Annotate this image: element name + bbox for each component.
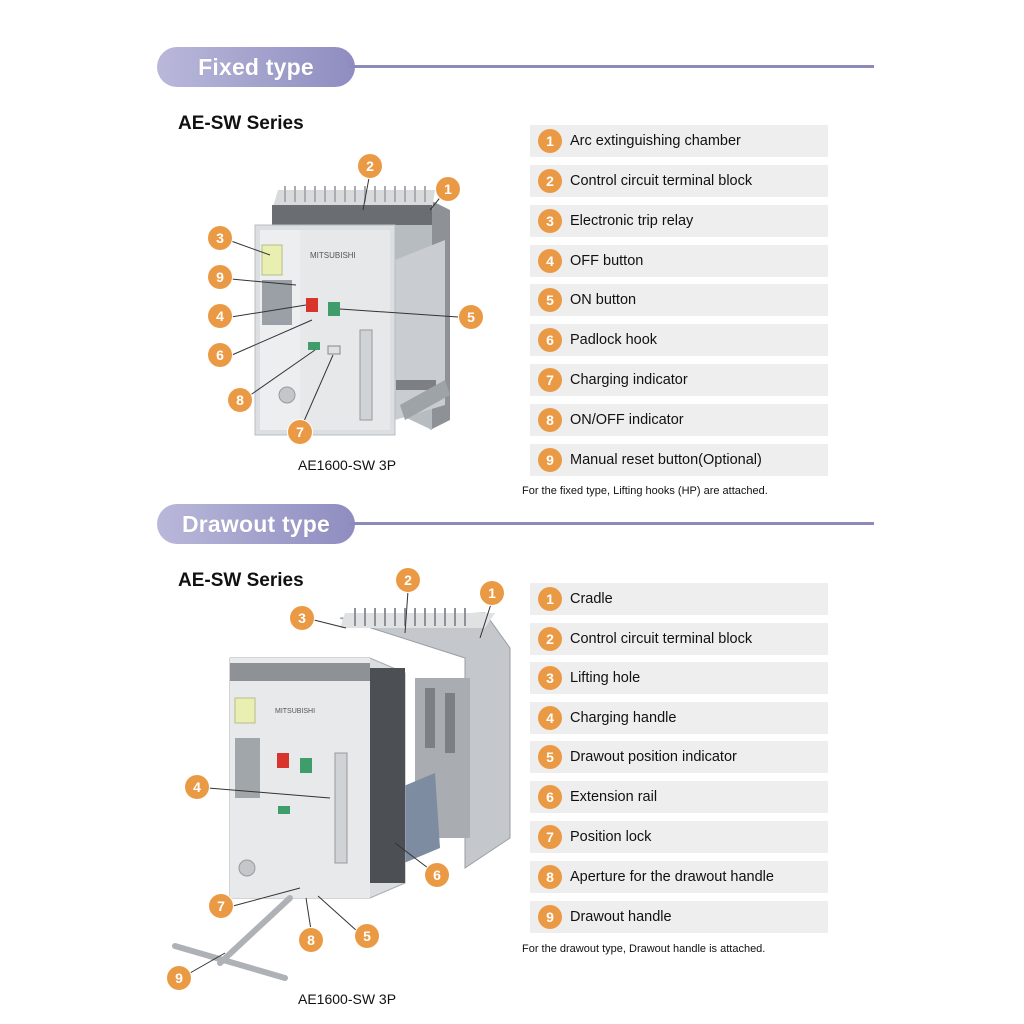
list-item: 8 Aperture for the drawout handle [530, 861, 828, 893]
number-badge: 3 [538, 666, 562, 690]
fixed-type-heading: Fixed type [157, 47, 355, 87]
list-item: 6 Extension rail [530, 781, 828, 813]
callout-5: 5 [355, 924, 379, 948]
model-caption: AE1600-SW 3P [298, 457, 397, 473]
number-badge: 9 [538, 905, 562, 929]
svg-text:MITSUBISHI: MITSUBISHI [275, 708, 315, 715]
part-label: Aperture for the drawout handle [570, 869, 774, 885]
drawout-type-section: Drawout type AE-SW Series MITSUBISHI [0, 458, 1024, 1024]
part-label: Position lock [570, 829, 652, 845]
list-item: 8 ON/OFF indicator [530, 404, 828, 436]
list-item: 2 Control circuit terminal block [530, 165, 828, 197]
callout-5: 5 [459, 305, 483, 329]
part-label: Drawout position indicator [570, 749, 737, 765]
number-badge: 6 [538, 328, 562, 352]
svg-text:MITSUBISHI: MITSUBISHI [310, 251, 356, 260]
number-badge: 3 [538, 209, 562, 233]
number-badge: 4 [538, 249, 562, 273]
number-badge: 5 [538, 745, 562, 769]
part-label: OFF button [570, 253, 644, 269]
callout-3: 3 [208, 226, 232, 250]
list-item: 1 Cradle [530, 583, 828, 615]
part-label: Electronic trip relay [570, 213, 694, 229]
part-label: Cradle [570, 591, 613, 607]
number-badge: 5 [538, 288, 562, 312]
drawout-type-heading: Drawout type [157, 504, 355, 544]
number-badge: 2 [538, 169, 562, 193]
list-item: 9 Manual reset button(Optional) [530, 444, 828, 476]
heading-rule [350, 65, 874, 68]
fixed-breaker-illustration: MITSUBISHI [254, 186, 450, 436]
part-label: Arc extinguishing chamber [570, 133, 741, 149]
number-badge: 8 [538, 408, 562, 432]
callout-2: 2 [396, 568, 420, 592]
heading-rule [350, 522, 874, 525]
number-badge: 4 [538, 706, 562, 730]
part-label: Padlock hook [570, 332, 658, 348]
list-item: 1 Arc extinguishing chamber [530, 125, 828, 157]
drawout-note: For the drawout type, Drawout handle is … [522, 943, 766, 955]
part-label: Extension rail [570, 789, 658, 805]
drawout-leader-lines [189, 590, 492, 974]
number-badge: 1 [538, 129, 562, 153]
callout-6: 6 [425, 863, 449, 887]
number-badge: 1 [538, 587, 562, 611]
part-label: Manual reset button(Optional) [570, 452, 762, 468]
number-badge: 8 [538, 865, 562, 889]
callout-7: 7 [209, 894, 233, 918]
part-label: Control circuit terminal block [570, 631, 753, 647]
list-item: 4 Charging handle [530, 702, 828, 734]
number-badge: 2 [538, 627, 562, 651]
fixed-leader-lines [230, 177, 459, 429]
model-caption: AE1600-SW 3P [298, 991, 397, 1007]
callout-4: 4 [185, 775, 209, 799]
callout-4: 4 [208, 304, 232, 328]
number-badge: 6 [538, 785, 562, 809]
list-item: 9 Drawout handle [530, 901, 828, 933]
list-item: 2 Control circuit terminal block [530, 623, 828, 655]
number-badge: 7 [538, 368, 562, 392]
number-badge: 9 [538, 448, 562, 472]
list-item: 5 Drawout position indicator [530, 741, 828, 773]
callout-9: 9 [208, 265, 232, 289]
callout-8: 8 [228, 388, 252, 412]
part-label: ON button [570, 292, 637, 308]
list-item: 6 Padlock hook [530, 324, 828, 356]
list-item: 4 OFF button [530, 245, 828, 277]
series-title: AE-SW Series [178, 113, 304, 134]
part-label: Control circuit terminal block [570, 173, 753, 189]
list-item: 7 Position lock [530, 821, 828, 853]
callout-1: 1 [480, 581, 504, 605]
part-label: Charging indicator [570, 372, 688, 388]
fixed-note: For the fixed type, Lifting hooks (HP) a… [522, 485, 768, 497]
callout-1: 1 [436, 177, 460, 201]
callout-2: 2 [358, 154, 382, 178]
list-item: 7 Charging indicator [530, 364, 828, 396]
part-label: Charging handle [570, 710, 677, 726]
series-title: AE-SW Series [178, 570, 304, 591]
callout-8: 8 [299, 928, 323, 952]
callout-7: 7 [288, 420, 312, 444]
fixed-type-section: Fixed type AE-SW Series MITSUBISHI [0, 0, 1024, 500]
callout-9: 9 [167, 966, 191, 990]
list-item: 5 ON button [530, 284, 828, 316]
list-item: 3 Electronic trip relay [530, 205, 828, 237]
list-item: 3 Lifting hole [530, 662, 828, 694]
part-label: Drawout handle [570, 909, 672, 925]
callout-3: 3 [290, 606, 314, 630]
callout-6: 6 [208, 343, 232, 367]
part-label: ON/OFF indicator [570, 412, 684, 428]
number-badge: 7 [538, 825, 562, 849]
drawout-breaker-illustration: MITSUBISHI [172, 608, 511, 981]
part-label: Lifting hole [570, 670, 641, 686]
